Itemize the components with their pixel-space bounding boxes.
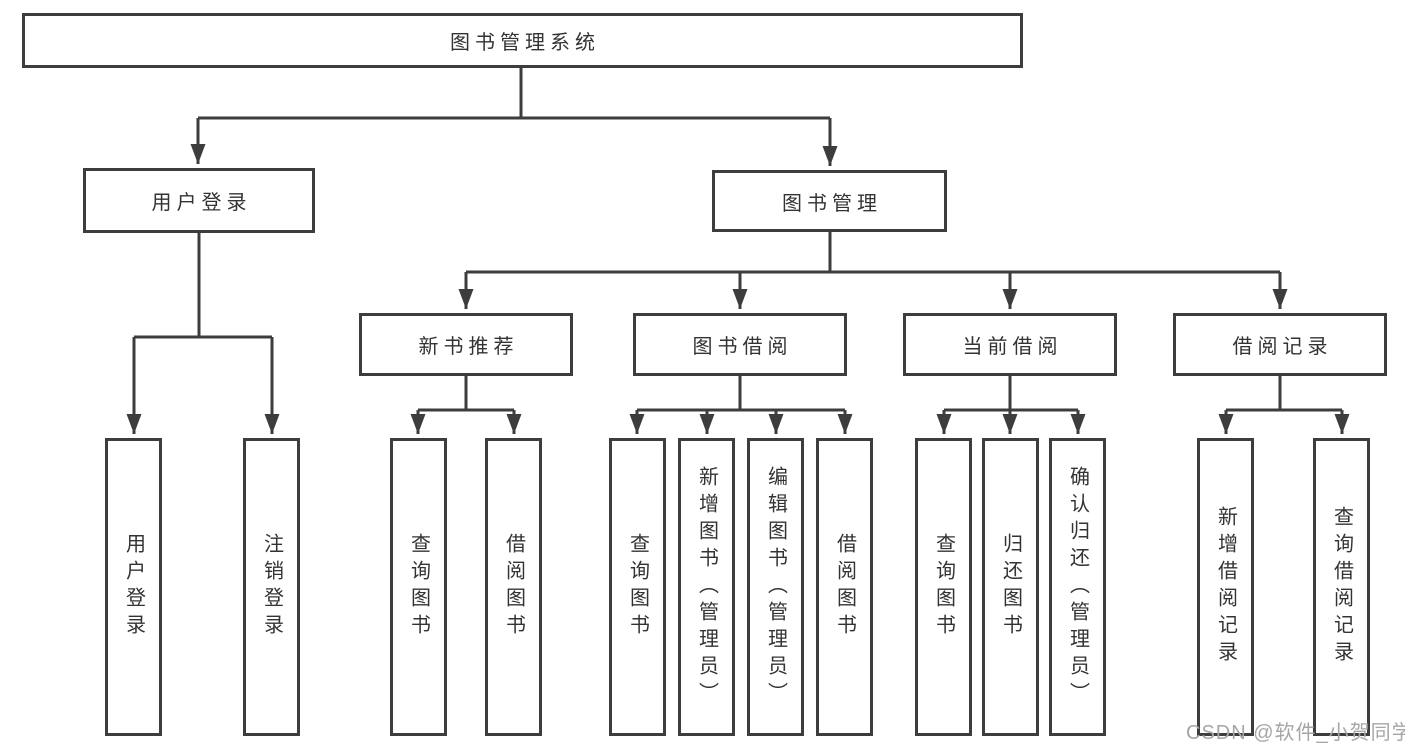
- leaf-records-query-record: 查询借阅记录: [1313, 438, 1370, 736]
- leaf-current-confirm-return-admin: 确认归还（管理员）: [1049, 438, 1106, 736]
- node-current-borrow: 当前借阅: [903, 313, 1117, 376]
- leaf-current-query-books: 查询图书: [915, 438, 972, 736]
- node-new-book-recommend: 新书推荐: [359, 313, 573, 376]
- leaf-borrow-add-books-admin: 新增图书（管理员）: [678, 438, 735, 736]
- node-book-management: 图书管理: [712, 170, 947, 232]
- csdn-watermark: CSDN @软件_小贺同学: [1186, 722, 1405, 744]
- leaf-newrec-borrow-books: 借阅图书: [485, 438, 542, 736]
- node-user-login: 用户登录: [83, 168, 315, 233]
- leaf-login-logout: 注销登录: [243, 438, 300, 736]
- tree-connector-arrows: [126, 118, 1350, 434]
- leaf-current-return-books: 归还图书: [982, 438, 1039, 736]
- leaf-borrow-borrow-books: 借阅图书: [816, 438, 873, 736]
- tree-connector-segments: [134, 68, 1342, 412]
- node-book-borrow: 图书借阅: [633, 313, 847, 376]
- leaf-login-user-login: 用户登录: [105, 438, 162, 736]
- leaf-newrec-query-books: 查询图书: [390, 438, 447, 736]
- leaf-borrow-edit-books-admin: 编辑图书（管理员）: [747, 438, 804, 736]
- leaf-records-add-record: 新增借阅记录: [1197, 438, 1254, 736]
- node-root-system: 图书管理系统: [22, 13, 1023, 68]
- leaf-borrow-query-books: 查询图书: [609, 438, 666, 736]
- node-borrow-records: 借阅记录: [1173, 313, 1387, 376]
